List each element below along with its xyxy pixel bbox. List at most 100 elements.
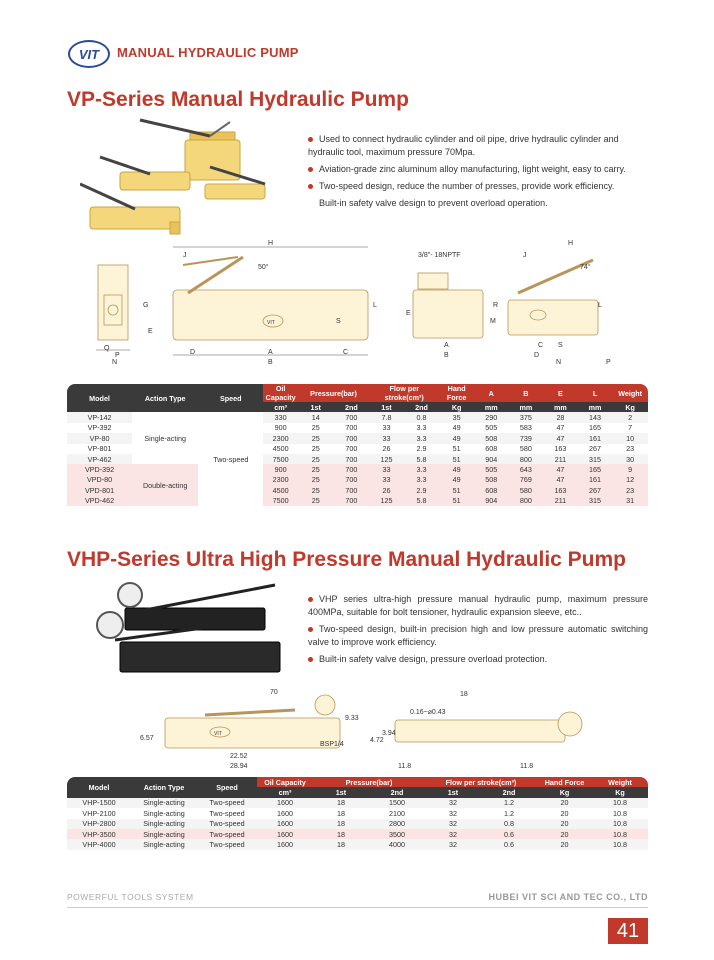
dim-label-q: Q <box>104 345 110 352</box>
table-cell: 18 <box>313 828 369 840</box>
dim-label-a2: A <box>444 342 449 349</box>
table-cell: 211 <box>543 453 578 465</box>
vhp-drawing-top-view: 4.72 3.94 18 0.16~⌀0.43 11.8 11.8 <box>370 691 583 770</box>
table-cell: Two-speed <box>197 818 257 829</box>
table-cell: 2300 <box>263 474 298 486</box>
table-cell: 20 <box>537 839 592 850</box>
table-cell: 700 <box>333 433 370 444</box>
col-hand-force: Hand Force <box>537 777 592 788</box>
table-cell: 33 <box>369 422 404 434</box>
table-cell: 18 <box>313 839 369 850</box>
col-a: A <box>473 384 509 402</box>
col-oil-capacity: Oil Capacity <box>263 384 298 402</box>
table-cell: VHP-1500 <box>67 797 131 809</box>
col-model: Model <box>67 384 133 413</box>
col-oil-capacity: Oil Capacity <box>257 777 313 788</box>
bullet-icon <box>308 167 313 173</box>
table-cell: 9 <box>612 464 648 475</box>
vp-technical-drawing: Q P N G E VIT H J 50° L D A B S C 3/8"- … <box>96 240 611 366</box>
table-cell: 267 <box>577 485 613 496</box>
col-pressure: Pressure(bar) <box>313 777 425 788</box>
col-speed: Speed <box>197 777 257 798</box>
dim-label-e: E <box>148 328 153 335</box>
footer-company: HUBEI VIT SCI AND TEC CO., LTD <box>488 892 648 902</box>
subcol: 1st <box>369 402 404 413</box>
table-cell: 1.2 <box>481 808 537 819</box>
table-cell: 508 <box>473 474 509 486</box>
table-cell: 10.8 <box>592 808 648 819</box>
table-cell: 1500 <box>369 797 425 809</box>
subcol: cm³ <box>257 787 313 798</box>
vp-pump-medium <box>99 155 191 191</box>
subcol: Kg <box>612 402 648 413</box>
footer-tagline: POWERFUL TOOLS SYSTEM <box>67 892 194 902</box>
bullet-icon <box>308 137 313 143</box>
table-cell: 375 <box>508 412 544 423</box>
table-cell: 23 <box>612 443 648 454</box>
dim-label-2252: 22.52 <box>230 753 248 760</box>
table-cell: 904 <box>473 453 509 465</box>
dim-label-g: G <box>143 302 148 309</box>
table-cell: 1600 <box>257 818 313 829</box>
table-cell: Single-acting <box>131 839 197 850</box>
table-cell: 3.3 <box>403 433 440 444</box>
table-cell: 700 <box>333 443 370 454</box>
col-speed: Speed <box>198 384 264 413</box>
table-cell: 7500 <box>263 453 298 465</box>
dim-label-p: P <box>115 352 120 359</box>
dim-label-a: A <box>268 349 273 356</box>
table-cell: 161 <box>577 433 613 444</box>
footer-divider <box>67 907 648 908</box>
vhp-drawing-logo: VIT <box>214 731 222 737</box>
col-e: E <box>543 384 578 402</box>
vp-pump-right <box>204 165 266 200</box>
dim-label-70: 70 <box>270 689 278 696</box>
subcol: 2nd <box>333 402 370 413</box>
table-cell: 161 <box>577 474 613 486</box>
table-cell: 211 <box>543 495 578 506</box>
brand-title: MANUAL HYDRAULIC PUMP <box>117 45 299 60</box>
table-cell: 3500 <box>369 828 425 840</box>
table-cell: 20 <box>537 818 592 829</box>
table-cell: 0.6 <box>481 828 537 840</box>
table-cell: 7 <box>612 422 648 434</box>
col-b: B <box>508 384 544 402</box>
table-cell: 23 <box>612 485 648 496</box>
dim-label-j: J <box>183 252 187 259</box>
table-cell: 33 <box>369 433 404 444</box>
dim-label-port: 3/8"- 18NPTF <box>418 252 461 259</box>
table-cell: 32 <box>425 808 481 819</box>
table-cell: 2.9 <box>403 443 440 454</box>
table-cell: 51 <box>439 453 474 465</box>
page-number: 41 <box>608 918 648 944</box>
dim-label-s: S <box>336 318 341 325</box>
table-cell: 25 <box>297 422 334 434</box>
table-cell: 800 <box>508 453 544 465</box>
table-cell: VP-462 <box>67 453 133 465</box>
table-cell: 700 <box>333 474 370 486</box>
subcol: Kg <box>439 402 474 413</box>
table-cell: 2.9 <box>403 485 440 496</box>
dim-label-l2: L <box>598 302 602 309</box>
subcol: Kg <box>537 787 592 798</box>
table-cell: VHP-4000 <box>67 839 131 850</box>
vhp-technical-drawing: VIT 6.57 9.33 22.52 28.94 70 BSP1/4 4.72… <box>140 689 583 770</box>
bullet-icon <box>308 657 313 663</box>
table-cell: 14 <box>297 412 334 423</box>
table-cell: 20 <box>537 797 592 809</box>
table-cell: 5.8 <box>403 495 440 506</box>
dim-label-18: 18 <box>460 691 468 698</box>
table-cell: 580 <box>508 485 544 496</box>
vp-drawing-right-view: H J 74° R L C S D N P <box>493 240 611 366</box>
table-cell: 505 <box>473 422 509 434</box>
vp-drawing-front-view: 3/8"- 18NPTF E M A B <box>406 252 496 359</box>
table-cell: 47 <box>543 474 578 486</box>
table-cell: 49 <box>439 464 474 475</box>
table-cell: Double-acting <box>132 464 199 506</box>
